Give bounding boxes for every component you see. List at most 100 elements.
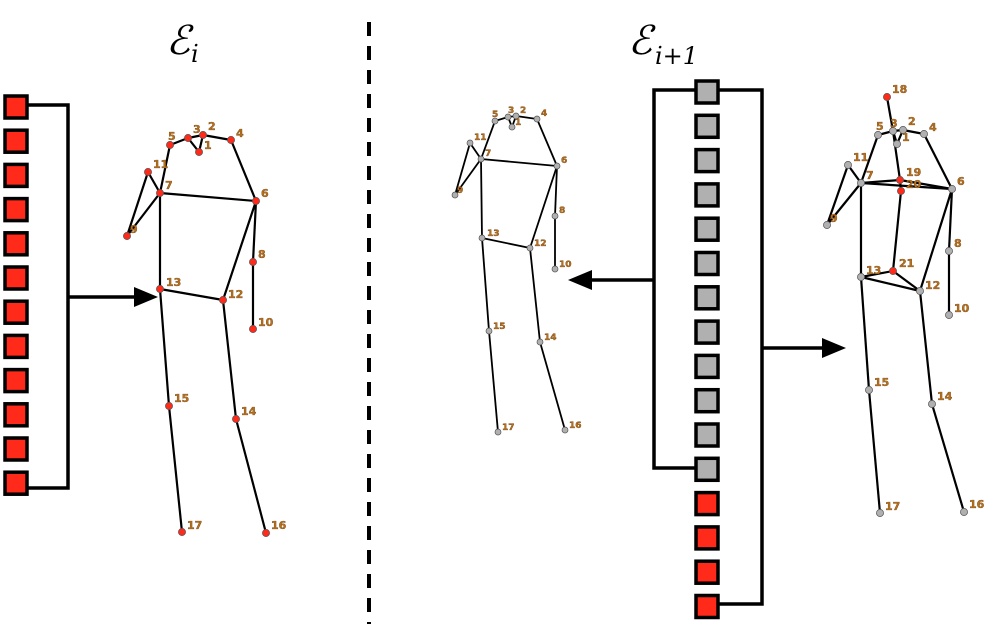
joint-point-16 [262,529,270,537]
title-right: ℰ i+1 [628,18,698,70]
bone-line [891,190,903,272]
joint-label-12: 12 [534,239,547,249]
bone-line [947,188,954,252]
joint-label-16: 16 [969,498,985,511]
bone-line [899,178,953,191]
bone-line [454,142,471,196]
bone-line [885,96,895,132]
joint-point-15 [865,386,873,394]
joint-label-3: 3 [890,117,898,130]
joint-point-18 [883,93,891,101]
joint-point-8 [945,247,953,255]
joint-point-16 [960,508,968,516]
joint-point-13 [857,273,865,281]
joint-point-19 [896,176,904,184]
embedding-square-gray [694,250,720,277]
bone-line [539,341,566,431]
joint-point-9 [823,221,831,229]
joint-label-10: 10 [258,316,274,329]
embedding-square-red [3,333,29,360]
bone-line [536,118,558,167]
joint-point-7 [857,179,865,187]
joint-point-9 [123,232,131,240]
embedding-square-red [694,593,720,620]
joint-label-9: 9 [130,223,138,236]
bone-line [126,192,161,237]
bone-line [554,165,558,217]
bone-line [859,276,871,391]
joint-label-13: 13 [866,264,881,277]
bone-line [158,288,171,407]
skeleton-bones [825,96,966,514]
embedding-square-red [3,265,29,291]
embedding-square-gray [694,422,720,448]
joint-point-3 [184,134,192,142]
joint-point-8 [551,212,559,220]
bone-line [892,270,921,292]
joint-label-8: 8 [258,248,266,261]
joint-label-18: 18 [892,83,907,96]
joint-label-10: 10 [559,260,572,270]
left-arrow [68,287,158,307]
bone-line [202,133,232,142]
embedding-square-red [3,128,29,154]
skeleton-joints [451,112,569,436]
joint-label-15: 15 [174,392,189,405]
joint-point-11 [466,139,474,147]
embedding-square-gray [694,216,720,242]
joint-point-1 [893,140,901,148]
joint-point-15 [165,402,173,410]
joint-label-17: 17 [187,519,202,532]
joint-point-14 [928,400,936,408]
joint-point-6 [252,197,260,205]
bone-line [159,191,257,203]
joint-point-4 [920,130,928,138]
joint-label-4: 4 [929,121,937,134]
embedding-square-red [3,162,29,189]
joint-label-17: 17 [502,423,515,433]
embedding-square-gray [694,113,720,140]
bone-line [480,120,496,160]
bone-line [158,144,172,194]
joint-point-17 [494,428,502,436]
joint-label-2: 2 [908,115,916,128]
joint-label-17: 17 [885,500,900,513]
bone-line [918,188,954,292]
right-bracket-gray [652,88,697,470]
title-right-main: ℰ [628,18,656,64]
embedding-square-red [694,559,720,585]
joint-label-1: 1 [204,139,212,152]
joint-label-6: 6 [261,187,269,200]
bone-line [918,290,934,405]
joint-point-8 [249,258,257,266]
embedding-square-gray [694,182,720,208]
bone-line [234,418,268,534]
joint-point-4 [227,136,235,144]
joint-label-6: 6 [561,156,567,166]
joint-label-1: 1 [902,131,910,144]
embedding-square-gray [694,387,720,414]
joint-point-13 [156,285,164,293]
joint-label-16: 16 [569,421,582,431]
joint-point-5 [874,131,882,139]
joint-point-6 [553,162,561,170]
joint-label-12: 12 [228,288,243,301]
bone-line [859,134,880,184]
joint-label-13: 13 [487,229,500,239]
bone-line [860,275,921,293]
bone-line [860,269,894,279]
joint-point-21 [889,267,897,275]
joint-point-17 [178,528,186,536]
joint-label-8: 8 [954,237,962,250]
embedding-square-gray [694,79,720,105]
bone-line [229,139,258,202]
title-left-sub: i [191,40,199,68]
right-bracket-all [718,88,764,606]
embedding-square-red [3,367,29,394]
embedding-square-red [3,470,29,496]
title-left: ℰ i [166,18,199,68]
embedding-square-gray [694,285,720,311]
